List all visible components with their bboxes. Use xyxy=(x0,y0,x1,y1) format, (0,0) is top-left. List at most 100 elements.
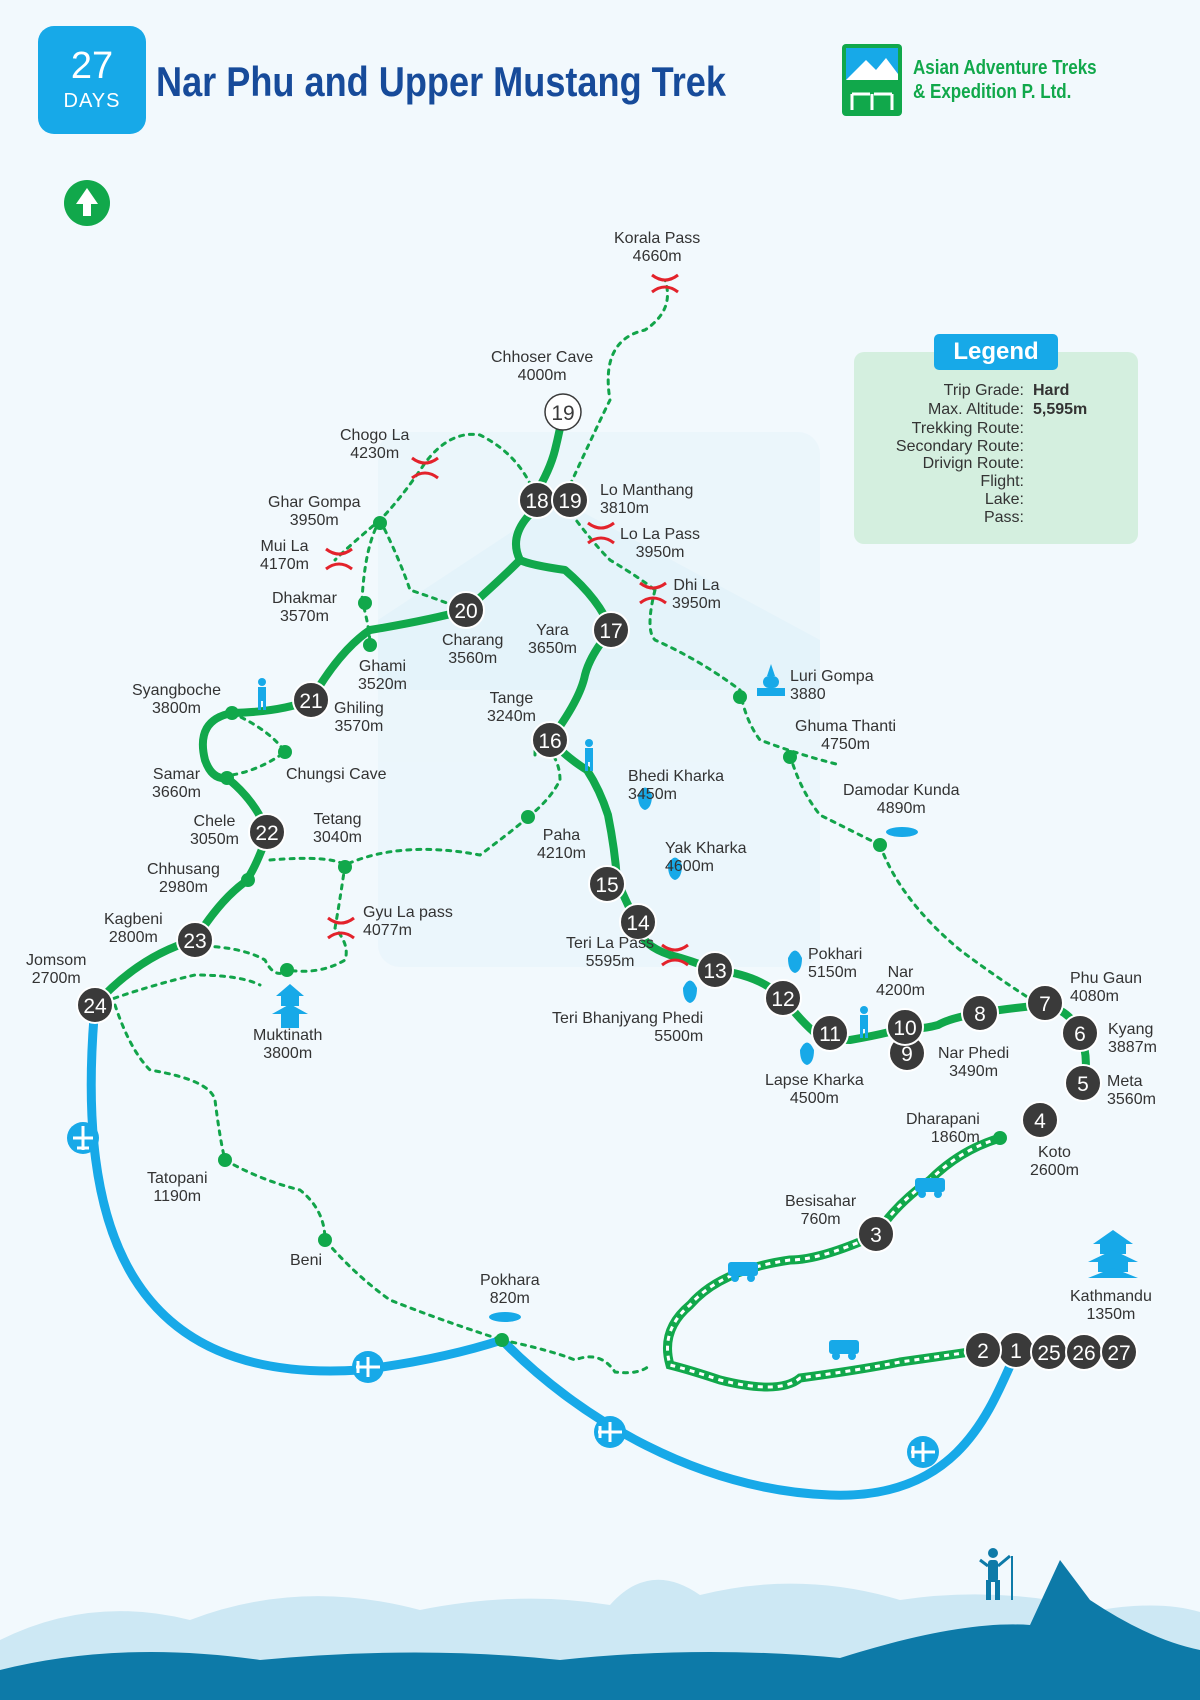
day-stop-number: 21 xyxy=(299,690,322,713)
legend-trekking-label: Trekking Route: xyxy=(911,420,1024,437)
day-stop-number: 22 xyxy=(255,822,278,845)
place-label-beni: Beni xyxy=(290,1252,322,1270)
place-altitude: 4750m xyxy=(821,736,870,753)
day-stop-marker xyxy=(1026,984,1064,1022)
lake-icon xyxy=(489,1312,521,1322)
lake-icon xyxy=(886,827,918,837)
pass-icon xyxy=(661,943,689,967)
day-stop-marker xyxy=(551,481,589,519)
day-stop: 27 xyxy=(1100,1333,1138,1371)
place-name: Yara xyxy=(536,622,569,639)
place-name: Teri La Pass xyxy=(566,935,655,952)
place-altitude: 820m xyxy=(489,1290,530,1307)
day-stop: 19 xyxy=(544,393,582,431)
pass-icon xyxy=(325,547,353,571)
place-altitude: 3950m xyxy=(672,595,721,612)
day-stop: 10 xyxy=(886,1008,924,1046)
place-name: Teri Bhanjyang Phedi xyxy=(552,1010,704,1027)
day-stop: 5 xyxy=(1064,1064,1102,1102)
day-stop-number: 2 xyxy=(977,1340,989,1363)
place-name: Nar Phedi xyxy=(938,1045,1010,1062)
days-number: 27 xyxy=(70,45,114,87)
waypoint-dots xyxy=(218,516,1007,1347)
place-name: Chele xyxy=(193,813,236,830)
place-name: Jomsom xyxy=(26,952,87,969)
day-stop-number: 3 xyxy=(870,1224,882,1247)
day-stop-marker xyxy=(764,979,802,1017)
day-stop-number: 14 xyxy=(626,912,650,935)
day-stop-number: 11 xyxy=(819,1023,841,1046)
company-name: Asian Adventure Treks & Expedition P. Lt… xyxy=(913,56,1097,104)
place-name: Tetang xyxy=(313,811,362,828)
day-stop-marker xyxy=(696,951,734,989)
place-altitude: 4500m xyxy=(789,1090,839,1107)
place-name: Phu Gaun xyxy=(1070,970,1143,987)
day-stop-number: 8 xyxy=(974,1003,986,1026)
hiker-icon xyxy=(585,739,593,771)
place-name: Kathmandu xyxy=(1070,1288,1152,1305)
place-name: Yak Kharka xyxy=(665,840,747,857)
day-stop: 8 xyxy=(961,994,999,1032)
company-line-1: Asian Adventure Treks xyxy=(913,57,1097,79)
camp-icon xyxy=(800,1042,814,1065)
day-stop-marker xyxy=(964,1331,1002,1369)
plane-icon xyxy=(352,1351,384,1383)
day-stop-number: 15 xyxy=(595,874,618,897)
place-altitude: 3800m xyxy=(263,1045,313,1062)
day-stop-number: 5 xyxy=(1077,1073,1089,1096)
legend-title: Legend xyxy=(934,334,1058,370)
day-stop-number: 9 xyxy=(901,1043,913,1066)
jeep-icon xyxy=(728,1262,758,1282)
day-stop-marker xyxy=(1100,1333,1138,1371)
place-altitude: 4077m xyxy=(363,922,412,939)
place-name: Dhakmar xyxy=(272,590,337,607)
place-name: Ghar Gompa xyxy=(268,494,361,511)
place-altitude: 4000m xyxy=(517,367,567,384)
day-stop-number: 23 xyxy=(183,930,206,953)
day-stop: 24 xyxy=(76,986,114,1024)
place-name: Ghiling xyxy=(334,700,384,717)
day-stop-number: 10 xyxy=(893,1017,916,1040)
day-stop-number: 6 xyxy=(1074,1023,1086,1046)
day-stop-marker xyxy=(1021,1101,1059,1139)
pass-icon xyxy=(587,521,615,545)
day-stop: 21 xyxy=(292,681,330,719)
day-stop-number: 25 xyxy=(1037,1342,1060,1365)
place-altitude: 3800m xyxy=(152,700,201,717)
day-stop-number: 19 xyxy=(551,402,574,425)
place-altitude: 3570m xyxy=(334,718,384,735)
day-stop-number: 19 xyxy=(558,490,581,513)
day-stop-marker xyxy=(176,921,214,959)
legend-panel xyxy=(854,352,1138,544)
day-stop-number: 17 xyxy=(599,620,622,643)
place-name: Tatopani xyxy=(147,1170,208,1187)
days-label: DAYS xyxy=(63,90,121,112)
place-altitude: 3887m xyxy=(1108,1039,1157,1056)
plane-icon xyxy=(67,1122,99,1154)
camp-icon xyxy=(788,950,802,973)
place-name: Lo La Pass xyxy=(620,526,701,543)
pass-icon xyxy=(411,456,439,480)
place-altitude: 3050m xyxy=(190,831,239,848)
pass-icon xyxy=(327,916,355,940)
place-name: Chungsi Cave xyxy=(286,766,387,783)
